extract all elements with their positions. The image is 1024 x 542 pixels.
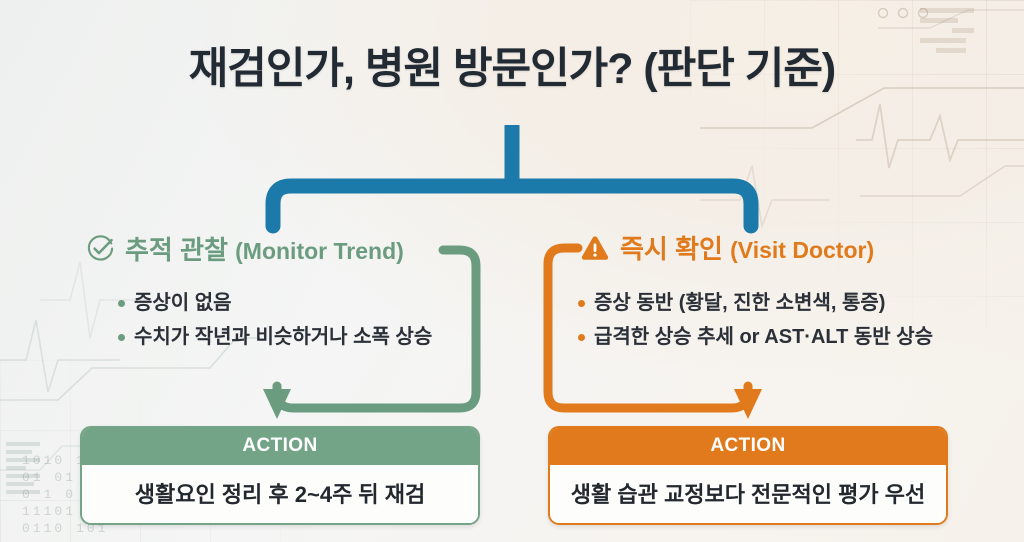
branch-heading-text: 즉시 확인 (Visit Doctor): [620, 229, 874, 266]
branch-heading-en: (Visit Doctor): [730, 237, 875, 263]
bullet-dot-icon: [578, 300, 585, 307]
branch-heading-visit-doctor: 즉시 확인 (Visit Doctor): [580, 229, 874, 266]
branch-heading-monitor: 추적 관찰 (Monitor Trend): [86, 230, 404, 267]
action-body-text: 생활요인 정리 후 2~4주 뒤 재검: [82, 465, 478, 523]
warning-triangle-icon: [581, 235, 609, 260]
action-header-label: ACTION: [550, 428, 946, 465]
bullet-text: 증상 동반 (황달, 진한 소변색, 통증): [594, 292, 886, 314]
bullet-dot-icon: [578, 334, 585, 341]
bullet-text: 수치가 작년과 비슷하거나 소폭 상승: [134, 326, 433, 348]
action-box-monitor: ACTION 생활요인 정리 후 2~4주 뒤 재검: [80, 426, 480, 525]
action-body-text: 생활 습관 교정보다 전문적인 평가 우선: [550, 465, 946, 523]
branch-heading-text: 추적 관찰 (Monitor Trend): [125, 230, 404, 267]
branch-heading-ko: 추적 관찰: [125, 235, 236, 265]
action-header-label: ACTION: [82, 428, 478, 465]
bullet-text: 급격한 상승 추세 or AST·ALT 동반 상승: [594, 326, 934, 348]
list-item: 수치가 작년과 비슷하거나 소폭 상승: [118, 320, 432, 354]
check-circle-icon: [87, 235, 114, 261]
list-item: 증상이 없음: [118, 286, 432, 320]
page-title: 재검인가, 병원 방문인가? (판단 기준): [188, 45, 836, 93]
branch-heading-ko: 즉시 확인: [620, 234, 731, 264]
list-item: 급격한 상승 추세 or AST·ALT 동반 상승: [578, 320, 933, 354]
bullet-list-monitor: 증상이 없음 수치가 작년과 비슷하거나 소폭 상승: [118, 286, 432, 354]
bullet-list-visit-doctor: 증상 동반 (황달, 진한 소변색, 통증) 급격한 상승 추세 or AST·…: [578, 286, 933, 354]
branch-heading-en: (Monitor Trend): [235, 238, 404, 264]
action-box-visit-doctor: ACTION 생활 습관 교정보다 전문적인 평가 우선: [548, 426, 948, 525]
list-item: 증상 동반 (황달, 진한 소변색, 통증): [578, 286, 933, 320]
bullet-text: 증상이 없음: [134, 292, 232, 314]
decor-bar-blocks: [6, 442, 40, 498]
bullet-dot-icon: [118, 334, 125, 341]
decor-binary-text: 1010 1 01 01 1 0 1 0 1 11101 1 0110 101: [22, 453, 109, 536]
bullet-dot-icon: [118, 300, 125, 307]
